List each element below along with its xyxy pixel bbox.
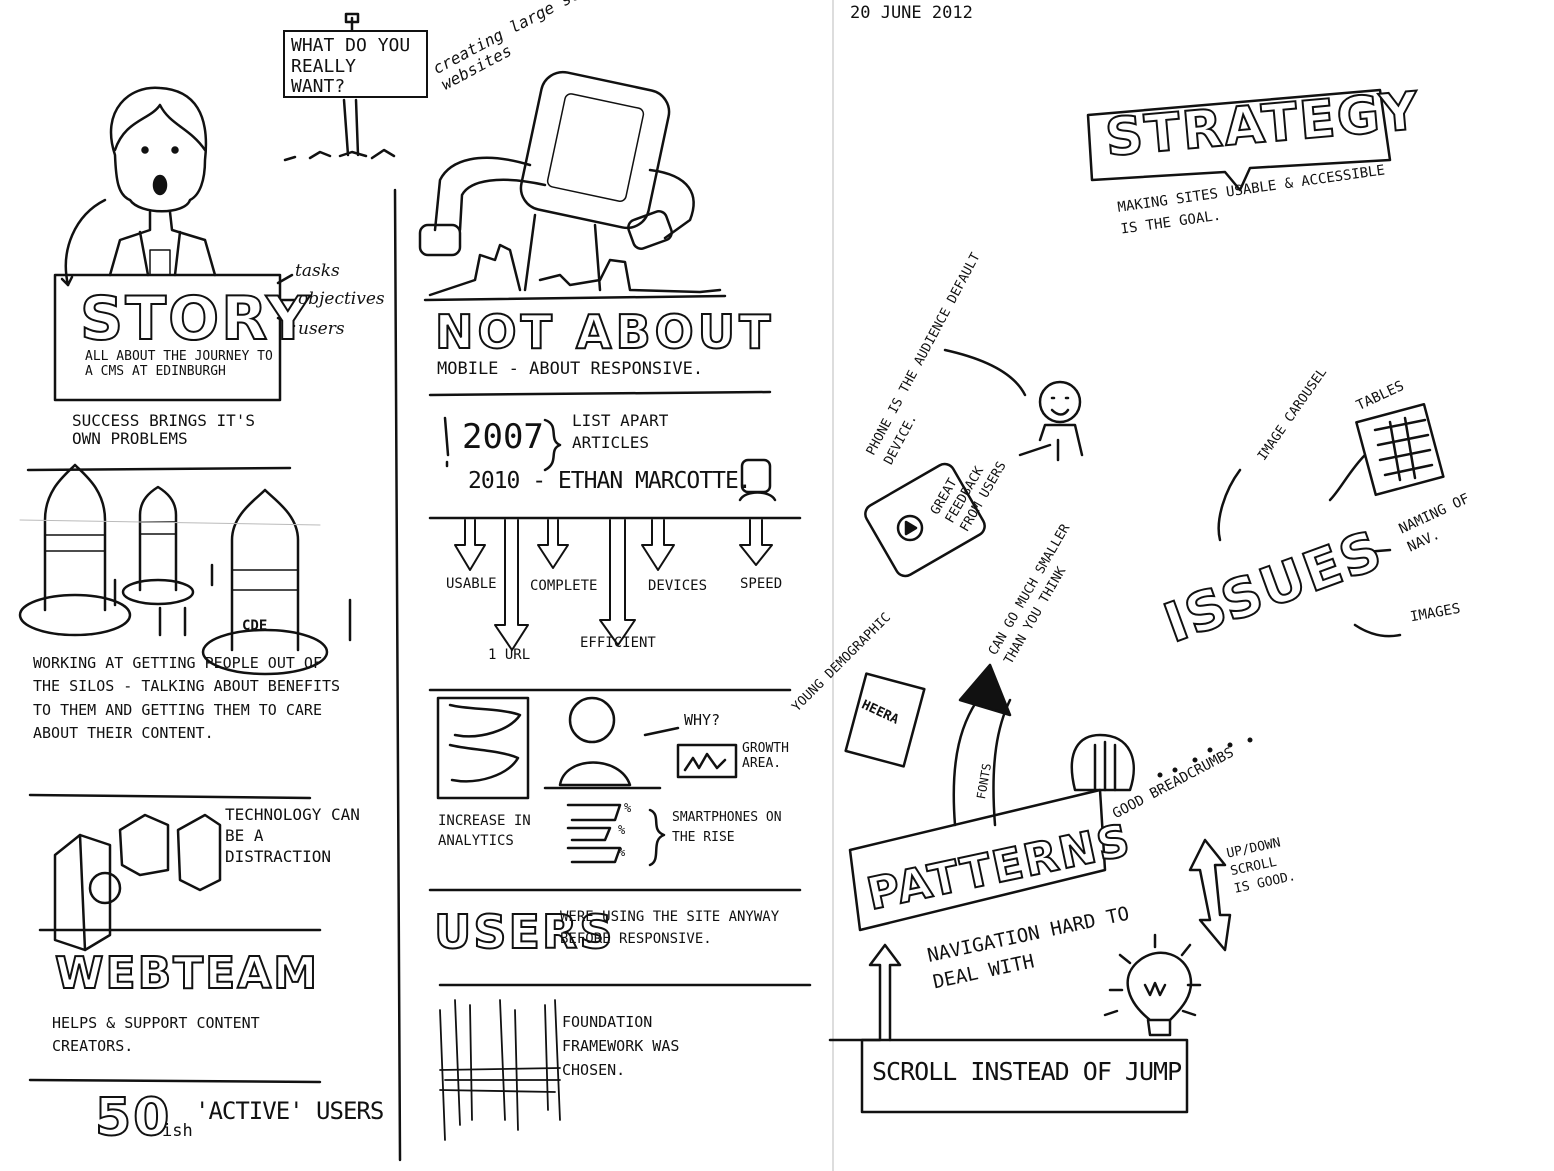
ethan-marcotte-text: 2010 - ETHAN MARCOTTE. bbox=[468, 468, 752, 494]
analytics-illustration bbox=[436, 696, 738, 867]
list-apart-text: LIST APART ARTICLES bbox=[572, 411, 669, 453]
robot-illustration bbox=[418, 70, 727, 302]
silos-text: WORKING AT GETTING PEOPLE OUT OF THE SIL… bbox=[33, 654, 341, 742]
growth-area-text: GROWTH AREA. bbox=[742, 741, 789, 771]
bread-illustration bbox=[1070, 733, 1253, 792]
pct-3: % bbox=[618, 845, 626, 859]
story-title: STORY bbox=[79, 283, 312, 355]
active-users-text: 'ACTIVE' USERS bbox=[195, 1097, 384, 1125]
scroll-frame bbox=[860, 1038, 1189, 1114]
issues-connectors bbox=[1217, 402, 1445, 638]
down-arrows bbox=[454, 519, 773, 651]
pct-2: % bbox=[618, 823, 626, 837]
smartphones-text: SMARTPHONES ON THE RISE bbox=[672, 810, 782, 845]
signpost-icon bbox=[283, 12, 396, 162]
patterns-frame bbox=[848, 788, 1107, 932]
arrow-label-speed: SPEED bbox=[740, 576, 783, 592]
year-2007: 2007 bbox=[462, 417, 544, 457]
story-frame bbox=[53, 273, 282, 402]
analytics-text: INCREASE IN ANALYTICS bbox=[438, 813, 531, 849]
success-text: SUCCESS BRINGS IT'S OWN PROBLEMS bbox=[72, 411, 256, 449]
arrow-label-complete: COMPLETE bbox=[530, 578, 598, 594]
story-tag-tasks: tasks bbox=[295, 261, 340, 281]
arrow-label-efficient: EFFICIENT bbox=[580, 635, 656, 651]
books-illustration bbox=[53, 813, 222, 952]
silos-illustration bbox=[18, 463, 352, 676]
fonts-illustration bbox=[844, 663, 1012, 827]
users-text: WERE USING THE SITE ANYWAY BEFORE RESPON… bbox=[560, 909, 780, 948]
person-illustration bbox=[60, 86, 217, 287]
why-text: WHY? bbox=[684, 711, 721, 729]
silo-label: CDE bbox=[242, 618, 268, 634]
arrow-label-usable: USABLE bbox=[446, 576, 497, 592]
not-about-subtitle: MOBILE - ABOUT RESPONSIVE. bbox=[437, 359, 704, 379]
pct-1: % bbox=[624, 801, 632, 815]
lightbulb-icon bbox=[1103, 933, 1202, 1037]
foundation-text: FOUNDATION FRAMEWORK WAS CHOSEN. bbox=[562, 1013, 680, 1079]
feedback-illustration bbox=[864, 348, 1084, 578]
scaffold-illustration bbox=[439, 999, 561, 1141]
active-number: 50 bbox=[94, 1087, 172, 1149]
date-label: 20 JUNE 2012 bbox=[850, 3, 973, 23]
users-title: USERS bbox=[433, 904, 615, 960]
sign-board: WHAT DO YOU REALLY WANT? bbox=[283, 30, 428, 98]
webteam-subtitle: HELPS & SUPPORT CONTENT CREATORS. bbox=[52, 1014, 260, 1055]
tech-text: TECHNOLOGY CAN BE A DISTRACTION bbox=[225, 805, 360, 866]
webteam-title: WEBTEAM bbox=[54, 947, 320, 1000]
arrow-label-devices: DEVICES bbox=[648, 578, 708, 594]
story-subtitle: ALL ABOUT THE JOURNEY TO A CMS AT EDINBU… bbox=[85, 349, 273, 379]
active-ish: ish bbox=[162, 1121, 193, 1141]
arrow-label-1url: 1 URL bbox=[488, 647, 531, 663]
not-about-title: NOT ABOUT bbox=[434, 304, 775, 360]
updown-arrow-icon bbox=[1188, 838, 1232, 952]
timeline-marks bbox=[443, 416, 777, 502]
story-tag-users: users bbox=[298, 319, 345, 339]
scroll-text: SCROLL INSTEAD OF JUMP bbox=[872, 1057, 1182, 1086]
strategy-frame bbox=[1086, 88, 1392, 192]
story-tag-objectives: objectives bbox=[298, 289, 385, 309]
